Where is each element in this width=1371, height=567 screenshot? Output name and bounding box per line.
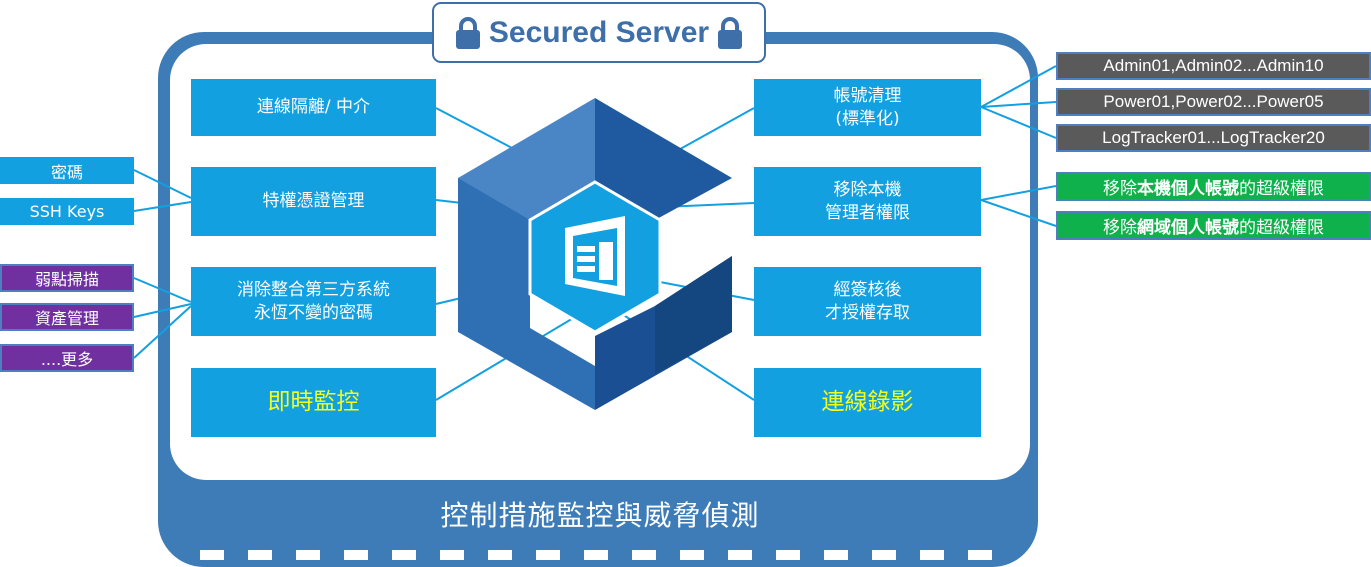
- box-account-cleanup: 帳號清理 (標準化): [754, 79, 981, 136]
- tag-remove-domain-personal: 移除網域個人帳號的超級權限: [1056, 211, 1371, 240]
- box-session-recording: 連線錄影: [754, 368, 981, 437]
- server-title: Secured Server: [488, 15, 710, 49]
- server-icon: [565, 216, 625, 296]
- tag-admin-accounts: Admin01,Admin02...Admin10: [1056, 52, 1371, 80]
- box-realtime-monitoring: 即時監控: [191, 368, 436, 437]
- box-connection-isolation: 連線隔離/ 中介: [191, 79, 436, 136]
- tag-text-bold: 網域個人帳號: [1137, 218, 1239, 238]
- tag-ssh-keys: SSH Keys: [0, 198, 134, 225]
- tag-vuln-scan: 弱點掃描: [0, 264, 134, 292]
- tag-asset-management: 資產管理: [0, 303, 134, 331]
- tag-power-accounts: Power01,Power02...Power05: [1056, 88, 1371, 116]
- server-title-badge: Secured Server: [432, 2, 766, 63]
- tag-text: 的超級權限: [1239, 179, 1324, 199]
- tag-text-bold: 本機個人帳號: [1137, 179, 1239, 199]
- tag-text: 的超級權限: [1239, 218, 1324, 238]
- box-eliminate-static-passwords: 消除整合第三方系統 永恆不變的密碼: [191, 267, 436, 336]
- lock-icon: [718, 16, 743, 49]
- tag-text: 移除: [1103, 179, 1137, 199]
- box-remove-local-admin: 移除本機 管理者權限: [754, 167, 981, 236]
- tag-text: 移除: [1103, 218, 1137, 238]
- tag-password: 密碼: [0, 157, 134, 184]
- footer-caption: 控制措施監控與威脅偵測: [440, 499, 760, 532]
- tag-more: ....更多: [0, 344, 134, 372]
- frame-dash-strip: [200, 550, 1000, 560]
- tag-remove-local-personal: 移除本機個人帳號的超級權限: [1056, 172, 1371, 201]
- box-privileged-credential: 特權憑證管理: [191, 167, 436, 236]
- cube-logo-icon: [458, 98, 732, 410]
- box-approval-access: 經簽核後 才授權存取: [754, 267, 981, 336]
- lock-icon: [455, 16, 480, 49]
- tag-logtracker-accounts: LogTracker01...LogTracker20: [1056, 124, 1371, 152]
